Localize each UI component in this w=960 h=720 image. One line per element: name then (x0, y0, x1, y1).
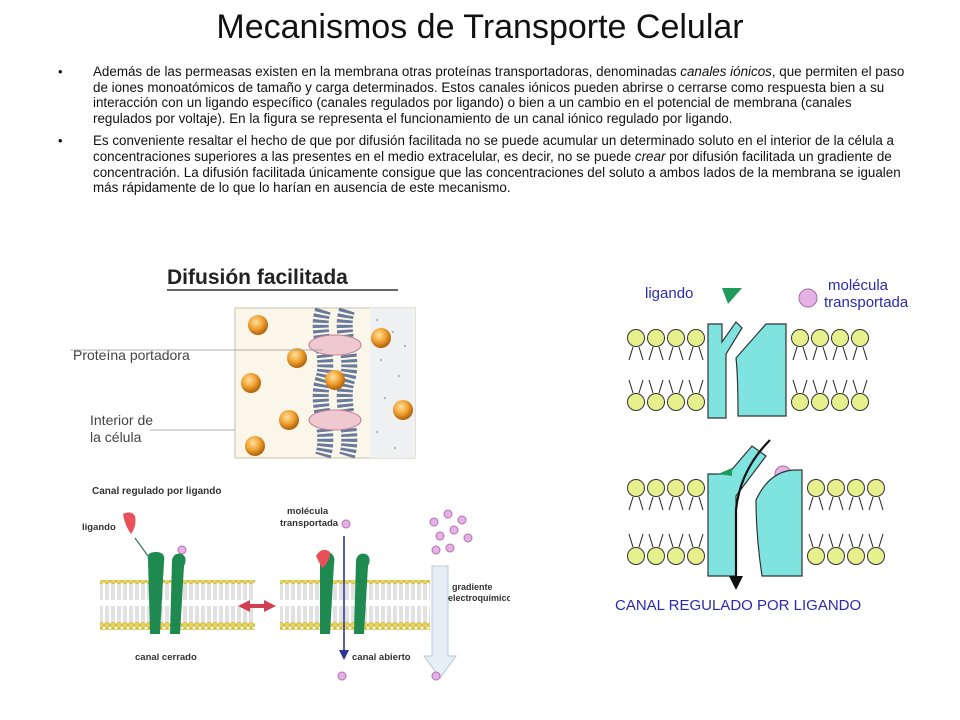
bullet-item: • Es conveniente resaltar el hecho de qu… (58, 133, 908, 195)
label-molecula-1: molécula (287, 506, 329, 517)
label-molecula-2: transportada (280, 518, 339, 529)
bullet-item: • Además de las permeasas existen en la … (58, 64, 908, 126)
ligand-channel-schematic: ligando molécula transportada CANAL REGU… (615, 277, 909, 614)
bullet-dot: • (58, 64, 63, 79)
bullet-text: Además de las permeasas existen en la me… (93, 64, 904, 126)
label-gradiente-1: gradiente (452, 582, 493, 592)
molecule-dot (341, 519, 351, 529)
transport-path (734, 439, 771, 576)
canal-title: Canal regulado por ligando (92, 486, 221, 497)
molecule-dot (337, 671, 347, 681)
channel-open-right-block (755, 469, 803, 577)
caption-canal-regulado: CANAL REGULADO POR LIGANDO (615, 597, 861, 614)
label-molecula-right-1: molécula (828, 277, 889, 294)
equilibrium-arrow (252, 600, 276, 612)
transport-arrowhead (339, 650, 349, 660)
bullet-text-segment: , que permiten el paso de iones monoatóm… (93, 64, 905, 126)
channel-closed-right-block (735, 323, 787, 417)
carrier-protein-bottom (308, 409, 362, 431)
ligand-triangle (722, 288, 742, 304)
gradient-arrow (423, 565, 457, 679)
label-ligando: ligando (82, 522, 116, 533)
label-interior-1: Interior de (90, 412, 153, 428)
bullet-text-segment: Es conveniente resaltar el hecho de que … (93, 133, 894, 164)
slide-title: Mecanismos de Transporte Celular (216, 8, 744, 46)
bullet-list: • Además de las permeasas existen en la … (58, 64, 908, 203)
channel-closed-right (170, 553, 186, 634)
ligand-gated-figure: Canal regulado por ligando ligando canal… (82, 486, 510, 681)
channel-closed-left-block (707, 321, 743, 419)
equilibrium-arrow (238, 600, 262, 612)
label-canal-abierto: canal abierto (352, 652, 411, 663)
bullet-text: Es conveniente resaltar el hecho de que … (93, 133, 901, 195)
bullet-text-segment: Además de las permeasas existen en la me… (93, 64, 681, 79)
membrane-helix (312, 307, 358, 459)
diffusion-figure: Difusión facilitada Proteína portadora I… (70, 266, 416, 459)
ligand-bound (316, 549, 330, 568)
solute-balls (241, 315, 413, 456)
diffusion-title: Difusión facilitada (167, 266, 348, 289)
ligand-arrow (134, 537, 149, 557)
molecule-dot (431, 671, 441, 681)
ligand-bound-triangle (718, 468, 732, 476)
label-ligando-right: ligando (645, 285, 693, 302)
molecule-dot (798, 288, 818, 308)
label-gradiente-2: electroquímico (448, 593, 510, 603)
channel-closed-left (147, 552, 165, 634)
carrier-protein-top (308, 334, 362, 356)
bullet-text-italic: crear (634, 148, 666, 164)
ligand-shape (123, 512, 136, 534)
bullet-dot: • (58, 133, 63, 149)
bullet-text-italic: canales iónicos (680, 64, 772, 79)
label-molecula-right-2: transportada (824, 294, 909, 311)
molecule-dot (177, 545, 187, 555)
label-canal-cerrado: canal cerrado (135, 652, 197, 663)
channel-open-left (319, 552, 335, 634)
channel-open-right (354, 553, 370, 634)
transport-arrowhead (729, 576, 743, 590)
molecule-cluster (429, 509, 473, 555)
label-interior-2: la célula (90, 429, 142, 445)
label-proteina-portadora: Proteína portadora (73, 347, 190, 363)
bullet-text-segment: por difusión facilitada un gradiente de … (93, 148, 901, 196)
